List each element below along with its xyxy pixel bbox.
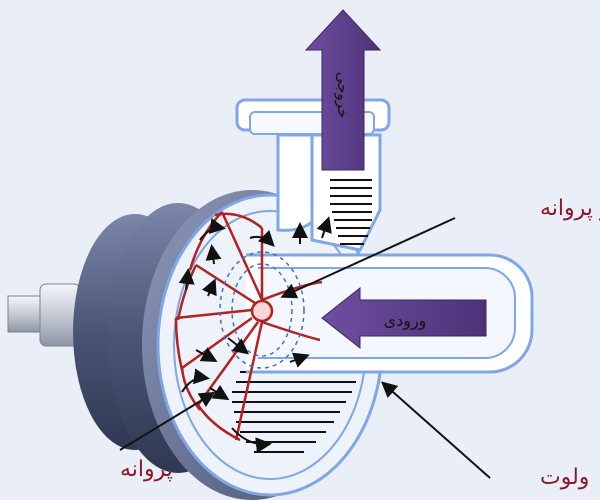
inlet-label: ورودی	[384, 311, 427, 331]
inlet-arrow	[321, 286, 487, 350]
impeller-label: پروانه	[120, 457, 173, 482]
outlet-arrow	[304, 9, 382, 171]
impeller-eye-rings	[219, 251, 305, 369]
shaft	[7, 283, 81, 347]
flow-arrows	[178, 216, 332, 454]
leader-lines	[119, 217, 491, 479]
volute-label: ولوت	[540, 465, 589, 490]
impeller-eye-label: مرکز پروانه	[540, 196, 600, 221]
outlet-label: خروجی	[334, 72, 352, 119]
